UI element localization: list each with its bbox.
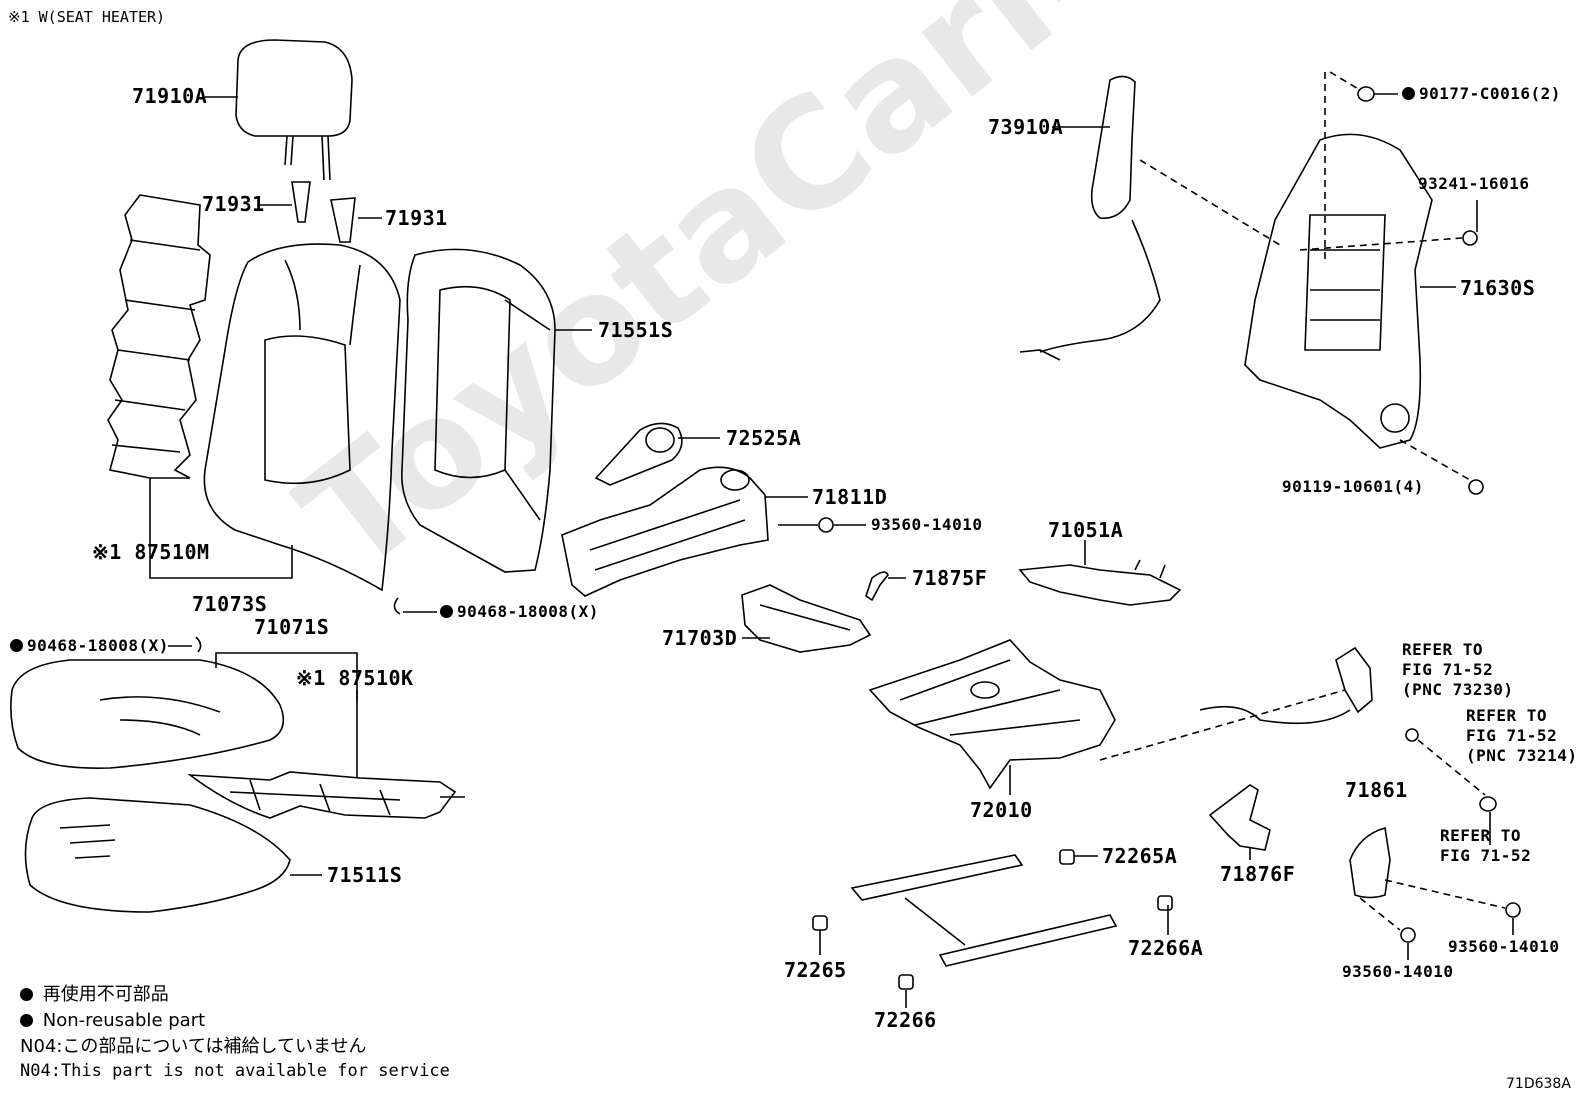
refer-note-line: FIG 71-52 xyxy=(1440,846,1532,865)
diagram-id: 71D638A xyxy=(1506,1076,1571,1092)
recliner-knob-drawing xyxy=(594,422,683,486)
part-label-71861[interactable]: 71861 xyxy=(1345,778,1408,802)
dashed-connection-lines xyxy=(1099,71,1506,931)
part-label-71630S[interactable]: 71630S xyxy=(1460,276,1536,300)
part-label-87510K[interactable]: ※1 87510K xyxy=(296,666,414,690)
non-reusable-dot xyxy=(20,1014,33,1027)
part-label-93560-lower[interactable]: 93560-14010 xyxy=(1342,962,1454,981)
refer-note-73214[interactable]: REFER TO FIG 71-52 (PNC 73214) xyxy=(1466,706,1577,766)
refer-note-line: (PNC 73230) xyxy=(1402,680,1514,699)
headrest-support-drawing xyxy=(291,181,356,243)
seatback-drawing xyxy=(203,243,401,592)
seat-rail-drawing xyxy=(850,854,1118,967)
clip-drawing-b xyxy=(195,636,202,653)
seat-adjuster-frame-drawing xyxy=(868,639,1116,790)
part-label-71703D[interactable]: 71703D xyxy=(662,626,738,650)
refer-note-line: REFER TO xyxy=(1466,706,1548,725)
part-label-93560-upper[interactable]: 93560-14010 xyxy=(871,515,983,534)
legend-non-reusable-en: Non-reusable part xyxy=(20,1012,205,1030)
seatback-frame-drawing xyxy=(1244,133,1433,449)
part-label-90177[interactable]: 90177-C0016(2) xyxy=(1402,86,1561,102)
part-label-73910A[interactable]: 73910A xyxy=(988,115,1064,139)
nut-drawing-top xyxy=(1357,86,1375,102)
non-reusable-dot xyxy=(10,639,23,652)
under-tray-drawing xyxy=(741,584,872,653)
side-airbag-drawing xyxy=(1019,75,1161,361)
part-label-71931-right[interactable]: 71931 xyxy=(385,206,448,230)
bolt-drawing-side xyxy=(1462,230,1478,246)
part-label-87510M[interactable]: ※1 87510M xyxy=(92,540,210,564)
nut-drawing xyxy=(1479,796,1497,812)
rail-shield-drawing xyxy=(1208,784,1271,851)
part-label-71875F[interactable]: 71875F xyxy=(912,566,988,590)
part-label-90468-left[interactable]: 90468-18008(X) xyxy=(10,638,169,654)
side-cover-drawing xyxy=(1349,826,1391,899)
part-label-72010[interactable]: 72010 xyxy=(970,798,1033,822)
headrest-drawing xyxy=(235,39,353,181)
seatback-cover-drawing xyxy=(401,248,556,573)
legend-n04-jp: N04:この部品については補給していません xyxy=(20,1036,367,1057)
seatbelt-buckle-drawing xyxy=(1199,646,1419,742)
bracket-drawing xyxy=(865,571,889,602)
seat-heater-cushion-drawing xyxy=(187,771,465,819)
part-label-71931-left[interactable]: 71931 xyxy=(202,192,265,216)
part-label-71071S[interactable]: 71071S xyxy=(254,615,330,639)
refer-note-line: REFER TO xyxy=(1440,826,1522,845)
legend-non-reusable-jp: 再使用不可部品 xyxy=(20,986,169,1004)
refer-note-line: FIG 71-52 xyxy=(1466,726,1558,745)
part-label-71051A[interactable]: 71051A xyxy=(1048,518,1124,542)
bolt-drawing-bottom xyxy=(1468,479,1484,495)
leader-lines xyxy=(149,93,1514,1008)
refer-note-line: (PNC 73214) xyxy=(1466,746,1578,765)
part-label-93560-right[interactable]: 93560-14010 xyxy=(1448,937,1560,956)
part-label-71811D[interactable]: 71811D xyxy=(812,485,888,509)
refer-note-line: REFER TO xyxy=(1402,640,1484,659)
part-label-71876F[interactable]: 71876F xyxy=(1220,862,1296,886)
legend-n04-en: N04:This part is not available for servi… xyxy=(20,1061,450,1081)
rail-cover-drawing-d xyxy=(1157,895,1173,911)
part-label-72266A[interactable]: 72266A xyxy=(1128,936,1204,960)
side-shield-drawing xyxy=(561,466,769,597)
rail-cover-drawing-a xyxy=(812,915,828,931)
screw-drawing-c xyxy=(1400,927,1416,943)
rail-cover-drawing-c xyxy=(1059,849,1075,865)
part-label-90119[interactable]: 90119-10601(4) xyxy=(1282,477,1424,496)
clip-drawing-a xyxy=(393,597,401,615)
part-label-71073S[interactable]: 71073S xyxy=(192,592,268,616)
header-note: ※1 W(SEAT HEATER) xyxy=(8,8,166,26)
part-label-72265A[interactable]: 72265A xyxy=(1102,844,1178,868)
refer-note-71-52[interactable]: REFER TO FIG 71-52 xyxy=(1440,826,1531,866)
part-label-90468-right[interactable]: 90468-18008(X) xyxy=(440,604,599,620)
screw-drawing-b xyxy=(1505,902,1521,918)
refer-note-73230[interactable]: REFER TO FIG 71-52 (PNC 73230) xyxy=(1402,640,1513,700)
part-label-71551S[interactable]: 71551S xyxy=(598,318,674,342)
seat-heater-back-drawing xyxy=(107,194,211,479)
non-reusable-dot xyxy=(20,988,33,1001)
part-label-71511S[interactable]: 71511S xyxy=(327,863,403,887)
part-label-71910A[interactable]: 71910A xyxy=(132,84,208,108)
cushion-pad-drawing xyxy=(24,797,291,913)
non-reusable-dot xyxy=(440,605,453,618)
part-label-93241[interactable]: 93241-16016 xyxy=(1418,174,1530,193)
screw-drawing-a xyxy=(778,517,834,533)
non-reusable-dot xyxy=(1402,87,1415,100)
lower-bracket-drawing xyxy=(1018,559,1182,606)
refer-note-line: FIG 71-52 xyxy=(1402,660,1494,679)
part-label-72266[interactable]: 72266 xyxy=(874,1008,937,1032)
rail-cover-drawing-b xyxy=(898,974,914,990)
part-label-72525A[interactable]: 72525A xyxy=(726,426,802,450)
part-label-72265[interactable]: 72265 xyxy=(784,958,847,982)
seat-cushion-drawing xyxy=(10,659,285,769)
